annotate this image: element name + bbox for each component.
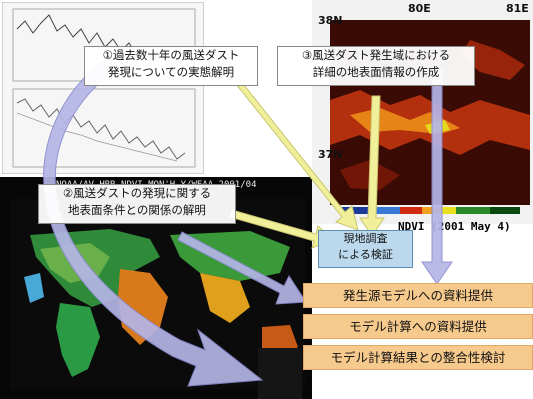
time-series-panel xyxy=(2,2,204,174)
callout-surface-info-line1: ③風送ダスト発生域における xyxy=(301,48,451,62)
ndvi-caption: NDVI (2001 May 4) xyxy=(398,220,511,233)
lat-37n-label: 37N xyxy=(318,148,343,161)
field-survey-line2: による検証 xyxy=(338,248,393,261)
output-consistency-check: モデル計算結果との整合性検討 xyxy=(303,345,533,370)
callout-dust-history-line2: 発現についての実態解明 xyxy=(107,65,235,79)
arrow-c3-to-survey xyxy=(359,95,385,237)
callout-dust-history-line1: ①過去数十年の風送ダスト xyxy=(102,48,240,62)
field-survey-line1: 現地調査 xyxy=(343,232,388,245)
map-corner-dark xyxy=(258,348,302,399)
output-model-calc: モデル計算への資料提供 xyxy=(303,314,533,339)
ndvi-colorbar xyxy=(342,207,520,214)
arrow-c3-to-output xyxy=(421,69,453,285)
arrow-c2-to-output xyxy=(177,231,307,305)
callout-surface-conditions: ②風送ダストの発現に関する 地表面条件との関係の解明 xyxy=(38,184,236,224)
callout-surface-conditions-line2: 地表面条件との関係の解明 xyxy=(68,203,206,217)
large-curved-arrow xyxy=(43,59,264,387)
arrow-c1-to-survey xyxy=(235,79,359,231)
callout-surface-info-line2: 詳細の地表面情報の作成 xyxy=(312,65,440,79)
output-source-model: 発生源モデルへの資料提供 xyxy=(303,283,533,308)
field-survey-box: 現地調査 による検証 xyxy=(318,230,413,268)
lon-81e-label: 81E xyxy=(506,2,529,15)
callout-surface-conditions-line1: ②風送ダストの発現に関する xyxy=(62,186,212,200)
lon-80e-label: 80E xyxy=(408,2,431,15)
callout-surface-info: ③風送ダスト発生域における 詳細の地表面情報の作成 xyxy=(277,46,475,86)
lat-38n-label: 38N xyxy=(318,14,343,27)
callout-dust-history: ①過去数十年の風送ダスト 発現についての実態解明 xyxy=(84,46,258,86)
